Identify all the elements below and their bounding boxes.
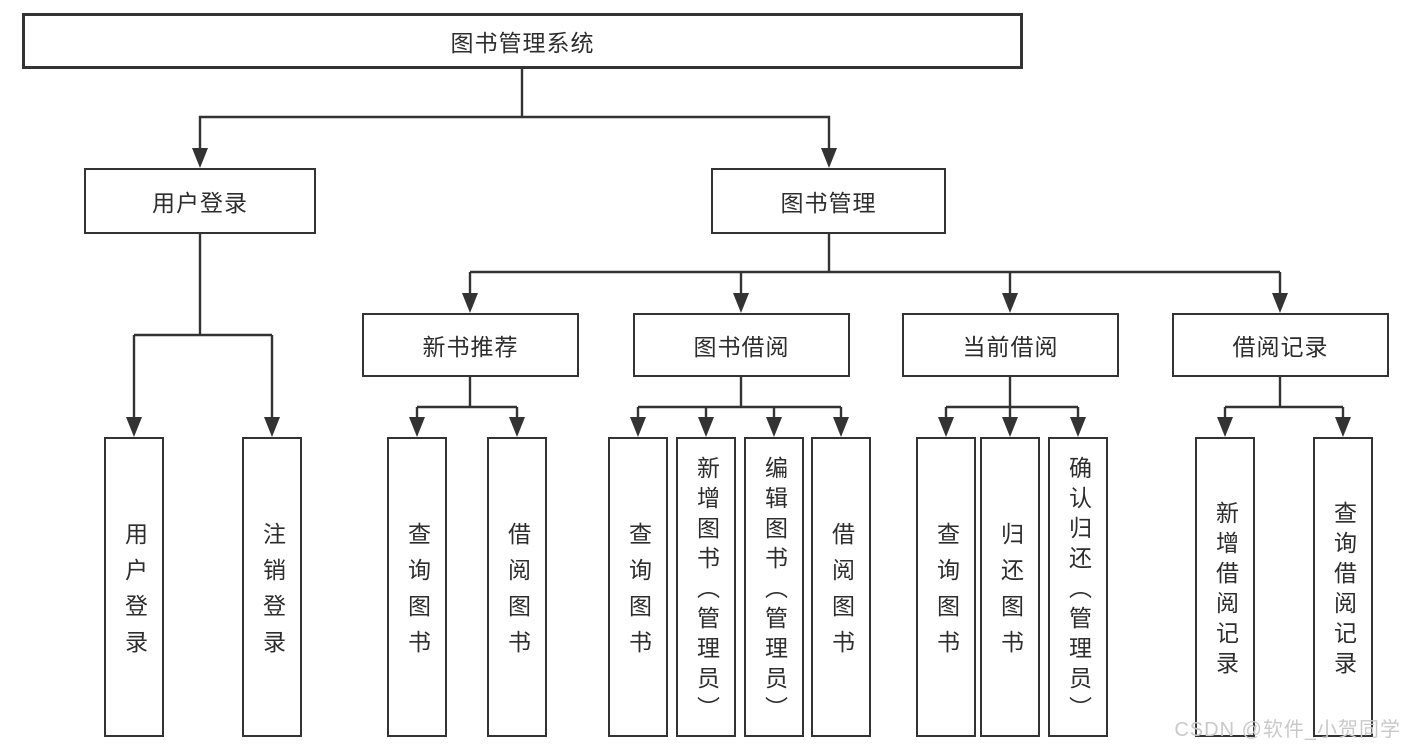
- node-leaf-user-login: 用户登录: [104, 437, 164, 737]
- node-book-management-label: 图书管理: [780, 190, 877, 216]
- node-current-borrowing: 当前借阅: [902, 313, 1119, 377]
- arrowhead-icon: [733, 293, 749, 313]
- arrowhead-icon: [1002, 417, 1018, 437]
- arrowhead-icon: [462, 293, 478, 313]
- node-leaf-query-borrow-record: 查询借阅记录: [1313, 437, 1373, 737]
- node-leaf-borrow-books-borrowing: 借阅图书: [811, 437, 871, 737]
- node-leaf-borrow-books-recommend-label: 借阅图书: [504, 521, 531, 666]
- node-new-book-recommend-label: 新书推荐: [422, 334, 519, 360]
- node-borrowing-records: 借阅记录: [1172, 313, 1389, 377]
- arrowhead-icon: [1272, 293, 1288, 313]
- arrowhead-icon: [833, 417, 849, 437]
- node-leaf-query-books-borrowing: 查询图书: [608, 437, 668, 737]
- node-leaf-confirm-return-admin: 确认归还（管理员）: [1048, 437, 1108, 737]
- node-root-label: 图书管理系统: [450, 30, 595, 56]
- node-leaf-add-books-admin: 新增图书（管理员）: [676, 437, 736, 737]
- node-leaf-return-books-label: 归还图书: [997, 521, 1024, 666]
- node-leaf-logout-label: 注销登录: [259, 521, 286, 666]
- node-book-borrowing: 图书借阅: [633, 313, 850, 377]
- node-leaf-query-books-recommend-label: 查询图书: [404, 521, 431, 666]
- node-current-borrowing-label: 当前借阅: [962, 334, 1059, 360]
- node-leaf-query-books-borrowing-label: 查询图书: [625, 521, 652, 666]
- arrowhead-icon: [1335, 417, 1351, 437]
- node-leaf-query-books-current: 查询图书: [916, 437, 976, 737]
- arrowhead-icon: [698, 417, 714, 437]
- node-leaf-borrow-books-borrowing-label: 借阅图书: [828, 521, 855, 666]
- node-leaf-confirm-return-admin-label: 确认归还（管理员）: [1065, 455, 1092, 726]
- arrowhead-icon: [1002, 293, 1018, 313]
- arrowhead-icon: [938, 417, 954, 437]
- arrowhead-icon: [192, 148, 208, 168]
- node-leaf-add-borrow-record-label: 新增借阅记录: [1212, 500, 1239, 681]
- arrowhead-icon: [630, 417, 646, 437]
- arrowhead-icon: [1070, 417, 1086, 437]
- csdn-watermark: CSDN @软件_小贺同学: [1174, 719, 1401, 741]
- node-leaf-add-borrow-record: 新增借阅记录: [1195, 437, 1255, 737]
- arrowhead-icon: [766, 417, 782, 437]
- node-leaf-query-books-current-label: 查询图书: [933, 521, 960, 666]
- node-leaf-query-books-recommend: 查询图书: [387, 437, 447, 737]
- arrowhead-icon: [821, 148, 837, 168]
- node-borrowing-records-label: 借阅记录: [1232, 334, 1329, 360]
- node-leaf-return-books: 归还图书: [980, 437, 1040, 737]
- node-book-management: 图书管理: [711, 168, 946, 234]
- arrowhead-icon: [509, 417, 525, 437]
- node-new-book-recommend: 新书推荐: [362, 313, 579, 377]
- node-leaf-add-books-admin-label: 新增图书（管理员）: [693, 455, 720, 726]
- node-leaf-user-login-label: 用户登录: [121, 521, 148, 666]
- node-user-login-label: 用户登录: [152, 190, 248, 216]
- node-leaf-edit-books-admin: 编辑图书（管理员）: [744, 437, 804, 737]
- arrowhead-icon: [126, 417, 142, 437]
- arrowhead-icon: [409, 417, 425, 437]
- node-user-login: 用户登录: [84, 168, 316, 234]
- node-leaf-logout: 注销登录: [242, 437, 302, 737]
- node-leaf-query-borrow-record-label: 查询借阅记录: [1330, 500, 1357, 681]
- node-book-borrowing-label: 图书借阅: [693, 334, 790, 360]
- arrowhead-icon: [1217, 417, 1233, 437]
- node-root: 图书管理系统: [22, 13, 1023, 69]
- arrowhead-icon: [264, 417, 280, 437]
- node-leaf-edit-books-admin-label: 编辑图书（管理员）: [761, 455, 788, 726]
- node-leaf-borrow-books-recommend: 借阅图书: [487, 437, 547, 737]
